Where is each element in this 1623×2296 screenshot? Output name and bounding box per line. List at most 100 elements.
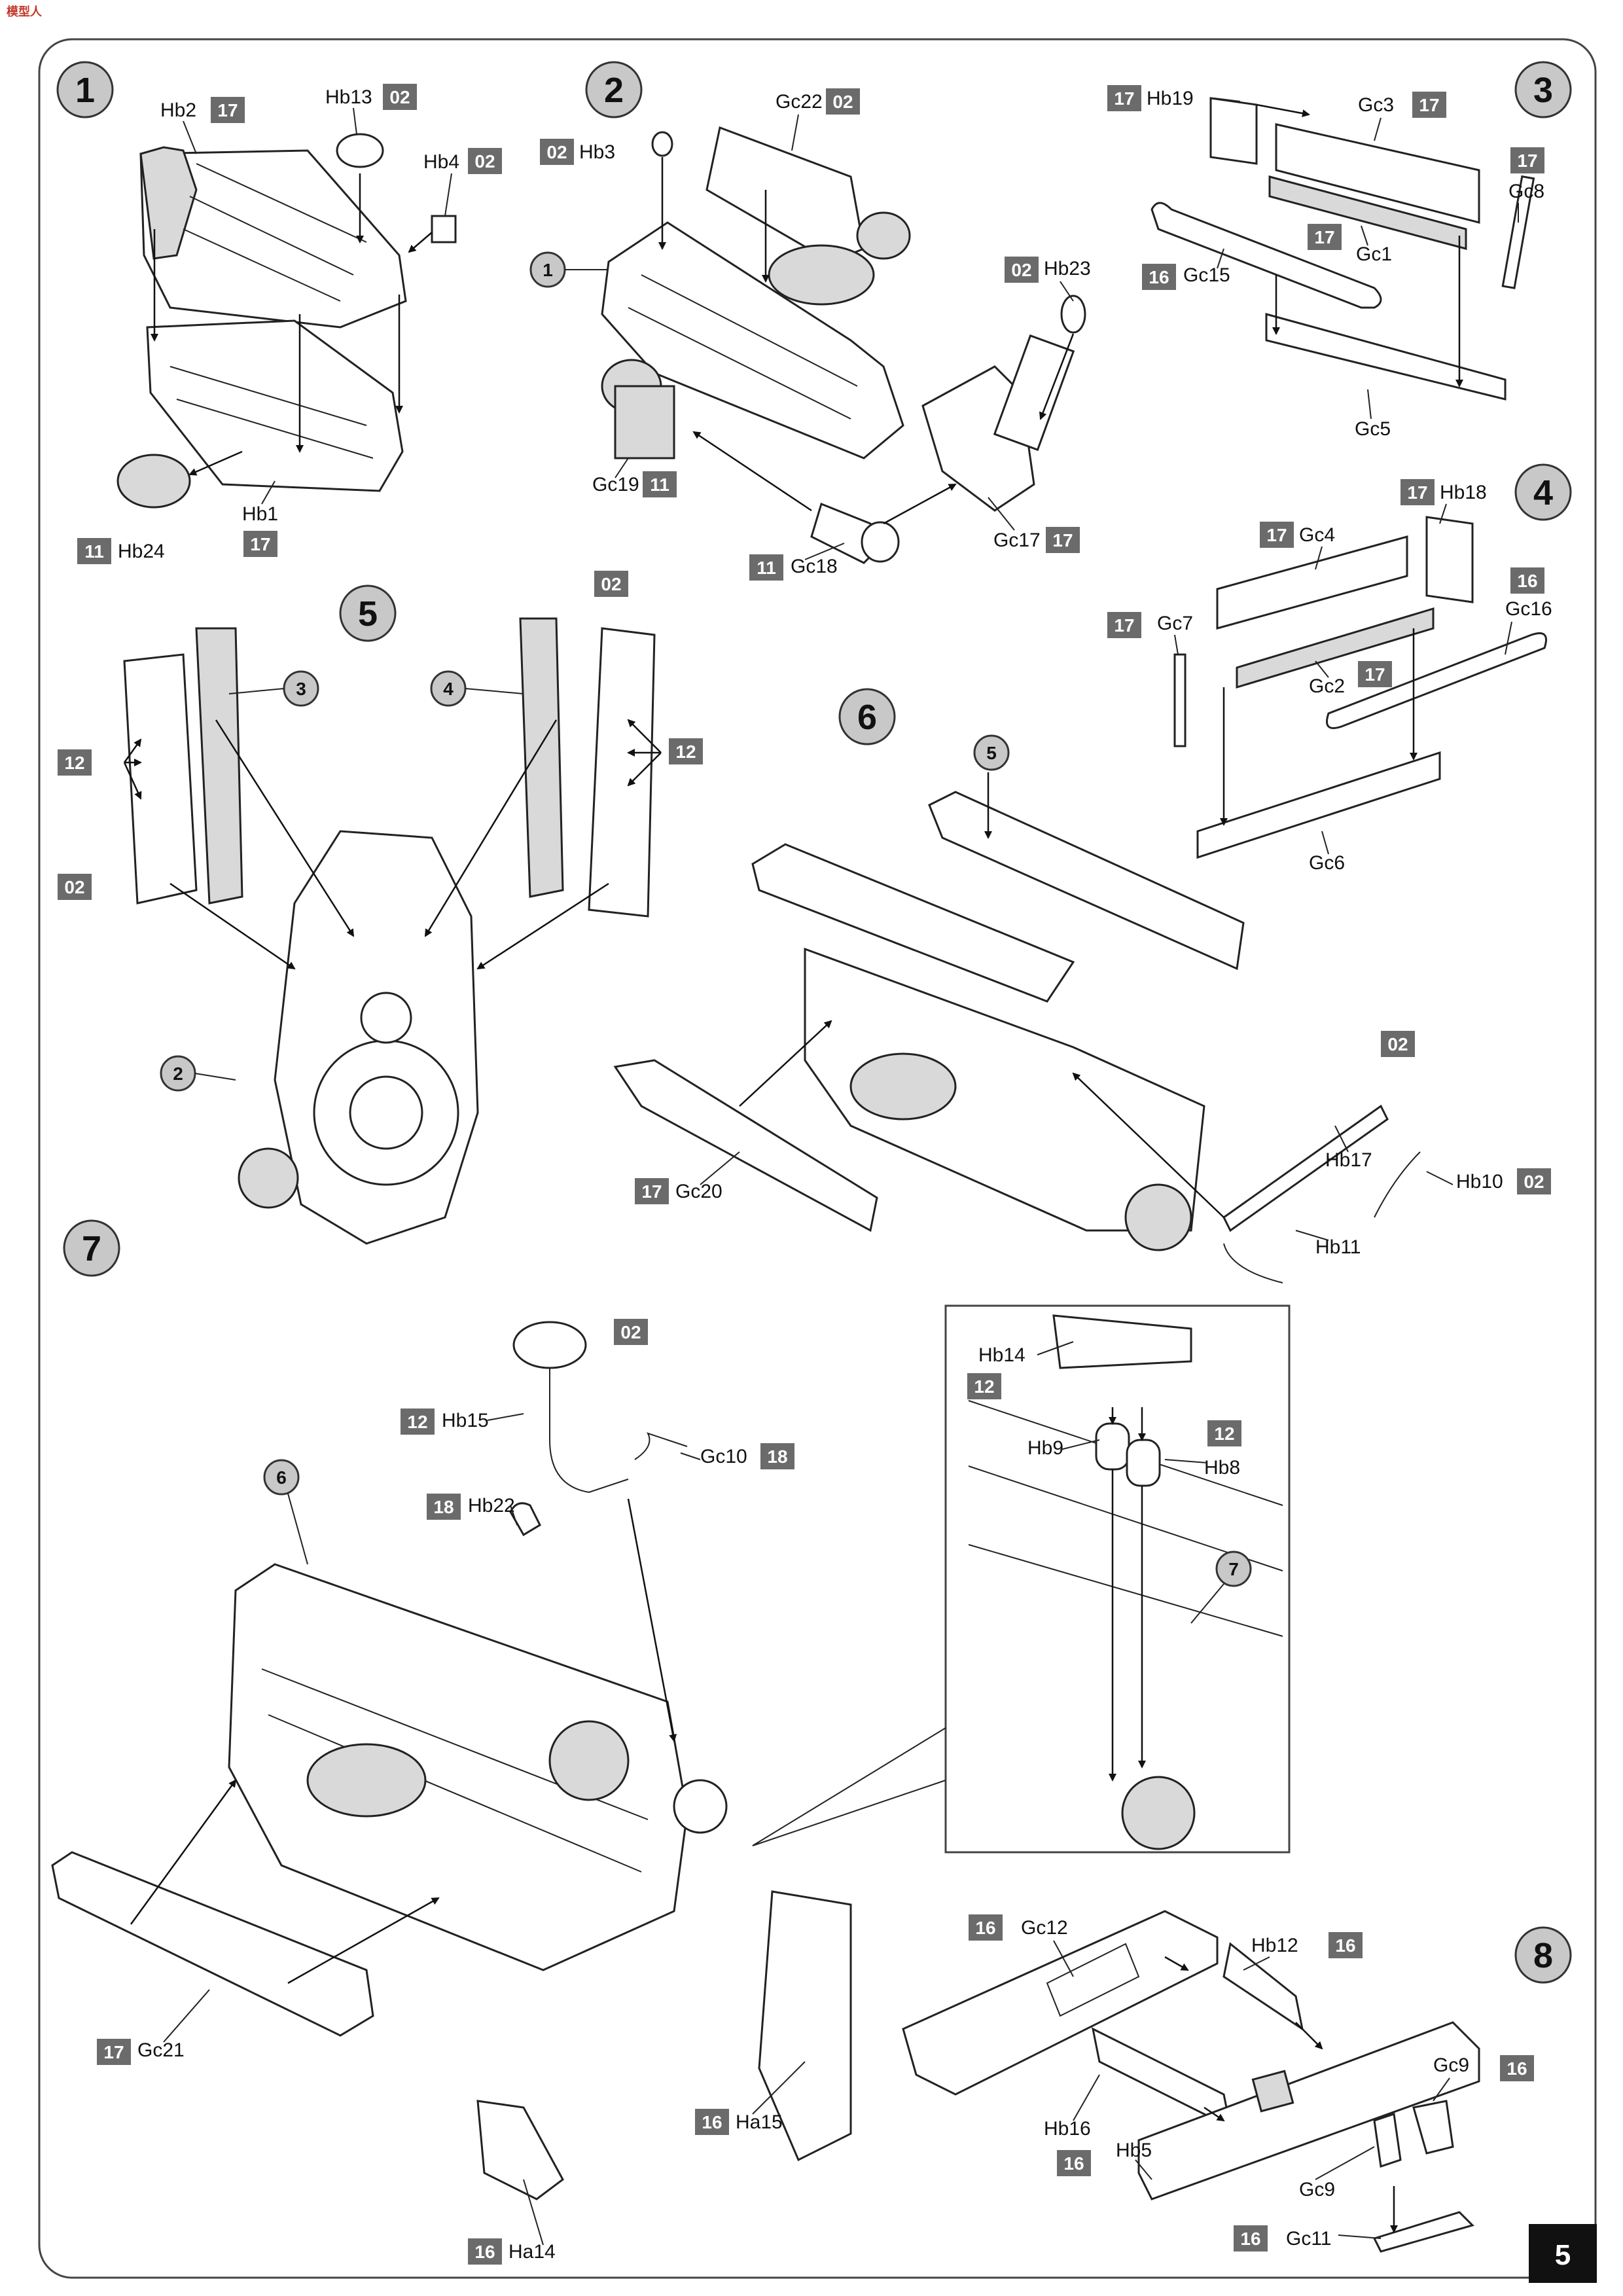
svg-text:17: 17 xyxy=(1517,151,1537,171)
sprue-badge-02-step5-right: 02 xyxy=(594,571,628,597)
svg-text:Hb13: Hb13 xyxy=(325,86,372,108)
svg-text:12: 12 xyxy=(675,742,696,762)
svg-text:12: 12 xyxy=(1214,1424,1234,1444)
svg-text:Gc12: Gc12 xyxy=(1021,1917,1068,1939)
svg-text:Gc5: Gc5 xyxy=(1355,418,1391,440)
step-8-marker: 8 xyxy=(1514,1926,1572,1984)
svg-text:Hb19: Hb19 xyxy=(1147,88,1194,109)
part-label-gc21: 17 Gc21 xyxy=(97,2039,185,2065)
svg-text:17: 17 xyxy=(1419,95,1439,115)
svg-text:02: 02 xyxy=(601,574,621,594)
page-frame xyxy=(38,38,1597,2279)
step6-drawing xyxy=(613,772,1421,1283)
svg-text:Hb10: Hb10 xyxy=(1456,1171,1503,1193)
svg-text:Hb2: Hb2 xyxy=(160,99,196,121)
svg-text:Gc4: Gc4 xyxy=(1299,524,1335,546)
step-7-marker: 7 xyxy=(63,1219,120,1277)
sprue-badge-12-step5-left: 12 xyxy=(58,749,92,776)
svg-text:Hb1: Hb1 xyxy=(242,503,278,525)
svg-text:12: 12 xyxy=(64,753,84,773)
svg-text:4: 4 xyxy=(443,679,454,699)
svg-text:Hb18: Hb18 xyxy=(1440,482,1487,503)
svg-text:Hb8: Hb8 xyxy=(1204,1457,1240,1479)
svg-text:17: 17 xyxy=(250,534,270,554)
svg-text:Gc21: Gc21 xyxy=(137,2039,185,2061)
part-label-hb12: Hb12 16 xyxy=(1251,1932,1363,1958)
step-1-marker: 1 xyxy=(56,61,114,118)
ref-step2-in-step5: 2 xyxy=(160,1055,236,1092)
svg-text:1: 1 xyxy=(543,260,553,280)
ref-step1-in-step2: 1 xyxy=(529,251,609,288)
part-label-hb19: 17 Hb19 xyxy=(1107,85,1194,111)
leader-lines xyxy=(163,98,1519,2246)
part-label-gc20: 17 Gc20 xyxy=(635,1178,722,1204)
svg-text:Gc17: Gc17 xyxy=(993,529,1041,551)
part-label-hb23: 02 Hb23 xyxy=(1005,257,1091,283)
svg-text:Hb12: Hb12 xyxy=(1251,1935,1298,1956)
svg-text:Gc8: Gc8 xyxy=(1508,181,1544,202)
svg-text:Hb15: Hb15 xyxy=(442,1410,489,1431)
part-label-hb10: Hb10 02 xyxy=(1456,1168,1551,1194)
svg-text:Hb24: Hb24 xyxy=(118,541,165,562)
svg-text:11: 11 xyxy=(757,558,776,578)
part-label-gc7: 17 Gc7 xyxy=(1107,612,1193,638)
svg-text:7: 7 xyxy=(82,1229,101,1268)
svg-text:Hb11: Hb11 xyxy=(1315,1236,1361,1258)
svg-text:Gc20: Gc20 xyxy=(675,1181,722,1202)
svg-text:Gc9: Gc9 xyxy=(1299,2179,1335,2200)
part-label-ha15: 16 Ha15 xyxy=(695,2109,783,2135)
step5-drawing xyxy=(123,617,662,1245)
part-label-hb11: Hb11 xyxy=(1315,1236,1361,1258)
svg-text:Gc6: Gc6 xyxy=(1309,852,1345,874)
step3-drawing xyxy=(1150,97,1535,401)
part-label-hb17: 02 Hb17 xyxy=(1325,1031,1415,1171)
svg-text:02: 02 xyxy=(832,92,853,112)
step7-drawing xyxy=(51,1314,1283,2200)
svg-text:16: 16 xyxy=(1240,2229,1260,2249)
part-label-gc11: 16 Gc11 xyxy=(1234,2225,1331,2251)
svg-text:Hb16: Hb16 xyxy=(1044,2118,1091,2140)
svg-text:Gc1: Gc1 xyxy=(1356,243,1392,265)
part-label-gc19: Gc19 11 xyxy=(592,471,677,497)
svg-text:16: 16 xyxy=(1507,2058,1527,2079)
svg-text:5: 5 xyxy=(986,743,997,763)
page-number: 5 xyxy=(1555,2239,1571,2271)
svg-text:Gc2: Gc2 xyxy=(1309,675,1345,697)
svg-text:16: 16 xyxy=(1517,571,1537,591)
svg-text:17: 17 xyxy=(1364,664,1385,685)
svg-text:Hb3: Hb3 xyxy=(579,141,615,163)
part-label-hb18: 17 Hb18 xyxy=(1400,479,1487,505)
ref-step6-in-step7: 6 xyxy=(263,1459,308,1565)
svg-text:6: 6 xyxy=(276,1467,287,1488)
step-3-marker: 3 xyxy=(1514,61,1572,118)
svg-text:16: 16 xyxy=(702,2112,722,2132)
ref-step5-in-step6: 5 xyxy=(973,734,1010,771)
svg-text:02: 02 xyxy=(474,151,495,171)
part-label-gc17: Gc17 17 xyxy=(993,527,1080,553)
svg-text:16: 16 xyxy=(1149,267,1169,287)
sprue-badge-02-step5-left: 02 xyxy=(58,874,92,900)
svg-text:11: 11 xyxy=(650,475,669,495)
part-label-hb15: 12 Hb15 xyxy=(401,1408,489,1435)
svg-text:Ha15: Ha15 xyxy=(736,2111,783,2133)
part-label-gc2: Gc2 17 xyxy=(1309,661,1392,697)
part-label-gc3: Gc3 17 xyxy=(1358,92,1446,118)
svg-text:Gc18: Gc18 xyxy=(791,556,838,577)
svg-text:7: 7 xyxy=(1228,1559,1239,1579)
svg-text:1: 1 xyxy=(75,71,95,110)
svg-text:17: 17 xyxy=(1114,88,1134,109)
svg-text:02: 02 xyxy=(1387,1034,1408,1054)
svg-text:4: 4 xyxy=(1533,473,1553,512)
svg-text:6: 6 xyxy=(857,698,877,737)
step4-drawing xyxy=(1173,516,1547,859)
svg-text:17: 17 xyxy=(103,2042,124,2062)
part-label-gc4: 17 Gc4 xyxy=(1260,522,1335,548)
svg-text:2: 2 xyxy=(173,1064,183,1084)
svg-text:16: 16 xyxy=(1335,1935,1355,1956)
part-label-gc22: Gc22 02 xyxy=(776,88,860,115)
svg-text:2: 2 xyxy=(604,71,624,110)
svg-text:Gc22: Gc22 xyxy=(776,91,823,113)
ref-step7-in-inset: 7 xyxy=(1190,1551,1252,1624)
svg-text:Hb17: Hb17 xyxy=(1325,1149,1372,1171)
